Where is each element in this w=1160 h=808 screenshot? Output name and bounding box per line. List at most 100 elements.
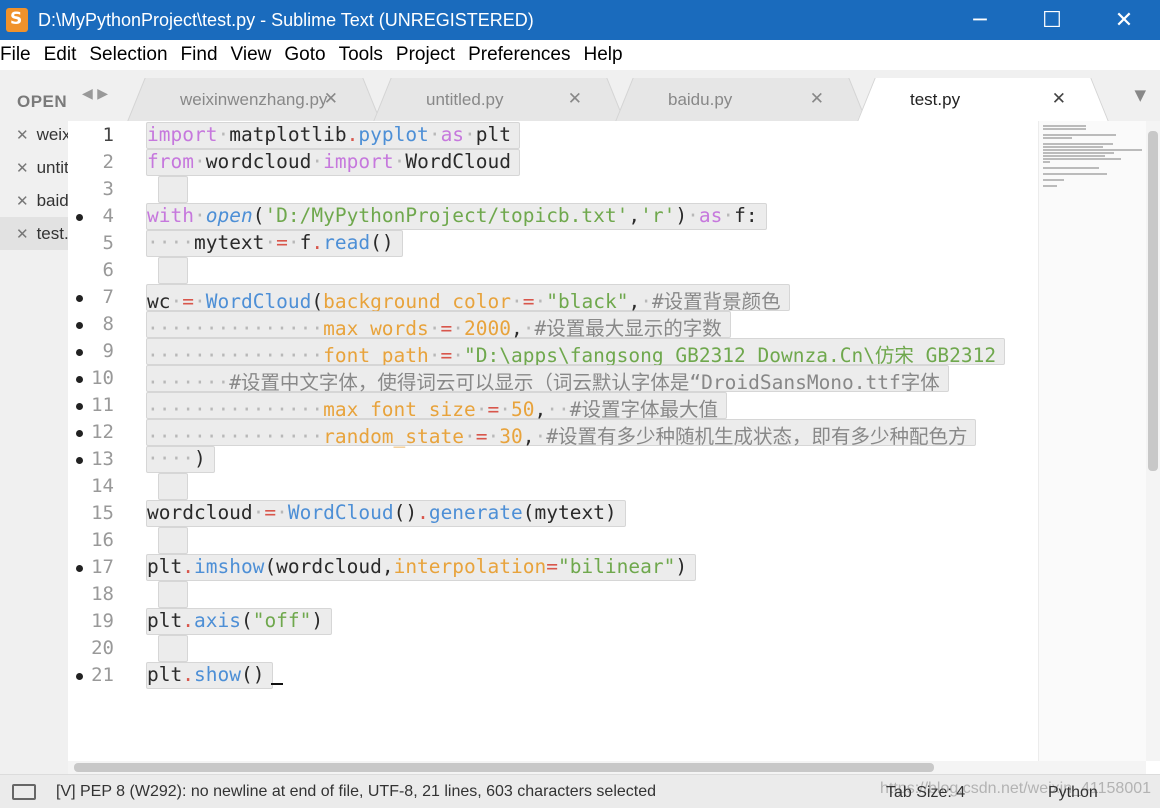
code-line[interactable]	[158, 635, 188, 662]
menu-project[interactable]: Project	[395, 44, 456, 65]
line-number: 18	[91, 583, 114, 605]
modified-marker-icon	[76, 322, 83, 329]
code-line[interactable]: wc·=·WordCloud(background_color·=·"black…	[146, 284, 790, 313]
minimap-line	[1043, 158, 1122, 160]
code-line[interactable]: ···············max_font_size·=·50,··#设置字…	[146, 392, 727, 421]
menu-selection[interactable]: Selection	[89, 44, 168, 65]
tab-baidu[interactable]: baidu.py ✕	[636, 78, 846, 121]
code-line[interactable]: with·open('D:/MyPythonProject/topicb.txt…	[146, 203, 767, 230]
horizontal-scrollbar[interactable]	[68, 761, 1146, 774]
code-line[interactable]: import·matplotlib.pyplot·as·plt	[146, 122, 521, 149]
modified-marker-icon	[76, 295, 83, 302]
sidebar-item-weixinwenzhang[interactable]: ✕weixinwenzhang.py	[16, 124, 68, 144]
menu-file[interactable]: File	[0, 44, 31, 65]
tab-close-icon[interactable]: ✕	[323, 89, 338, 109]
minimap-line	[1043, 173, 1108, 175]
minimize-button[interactable]: ─	[973, 7, 987, 33]
line-number: 21	[68, 662, 146, 689]
close-icon[interactable]: ✕	[16, 159, 29, 177]
sublime-logo-icon	[6, 8, 28, 32]
watermark-text: https://blog.csdn.net/weixin_41158001	[880, 780, 1152, 797]
code-line[interactable]: plt.imshow(wordcloud,interpolation="bili…	[146, 554, 697, 581]
open-files-label: OPEN	[17, 92, 68, 111]
minimap-line	[1043, 152, 1115, 154]
tab-close-icon[interactable]: ✕	[809, 89, 824, 109]
code-line[interactable]	[158, 176, 188, 203]
close-icon[interactable]: ✕	[16, 126, 29, 144]
menu-edit[interactable]: Edit	[43, 44, 77, 65]
code-line[interactable]	[158, 527, 188, 554]
tab-close-icon[interactable]: ✕	[567, 89, 582, 109]
line-number: 12	[68, 419, 146, 446]
menu-tools[interactable]: Tools	[338, 44, 383, 65]
line-number: 13	[68, 446, 146, 473]
panel-toggle-icon[interactable]	[12, 783, 36, 800]
text-cursor	[271, 683, 283, 685]
tab-bar: ◀ ▶ weixinwenzhang.py ✕ untitled.py ✕ ba…	[68, 70, 1160, 121]
modified-marker-icon	[76, 457, 83, 464]
menu-preferences[interactable]: Preferences	[468, 44, 571, 65]
vertical-scrollbar[interactable]	[1146, 121, 1160, 761]
code-line[interactable]: ···············random_state·=·30,·#设置有多少…	[146, 419, 977, 448]
modified-marker-icon	[76, 565, 83, 572]
code-line[interactable]	[158, 581, 188, 608]
horizontal-scroll-thumb[interactable]	[74, 763, 934, 772]
tab-untitled[interactable]: untitled.py ✕	[394, 78, 604, 121]
line-number: 11	[68, 392, 146, 419]
modified-marker-icon	[76, 376, 83, 383]
line-number: 3	[102, 178, 114, 200]
syntax-selector[interactable]: Python	[1048, 784, 1098, 801]
line-number: 14	[91, 475, 114, 497]
line-number: 1	[102, 124, 114, 146]
code-line[interactable]: plt.axis("off")	[146, 608, 333, 635]
tab-close-icon[interactable]: ✕	[1051, 89, 1066, 109]
code-line[interactable]	[158, 473, 188, 500]
line-number: 19	[91, 610, 114, 632]
tab-nav-arrows-icon[interactable]: ◀ ▶	[82, 86, 108, 102]
code-line[interactable]	[158, 257, 188, 284]
code-line[interactable]: plt.show()	[146, 662, 274, 689]
line-number: 6	[102, 259, 114, 281]
minimap-line	[1043, 179, 1064, 181]
window-title: D:\MyPythonProject\test.py - Sublime Tex…	[38, 9, 534, 30]
sidebar-item-test[interactable]: ✕test.py	[0, 217, 68, 250]
code-line[interactable]: wordcloud·=·WordCloud().generate(mytext)	[146, 500, 626, 527]
line-number: 4	[68, 203, 146, 230]
code-line[interactable]: ···············max_words·=·2000,·#设置最大显示…	[146, 311, 731, 340]
line-number: 9	[68, 338, 146, 365]
minimap-line	[1043, 143, 1113, 145]
minimap[interactable]	[1038, 121, 1146, 761]
modified-marker-icon	[76, 673, 83, 680]
line-number: 17	[68, 554, 146, 581]
tab-dropdown-icon[interactable]: ▼	[1134, 86, 1146, 104]
minimap-line	[1043, 128, 1087, 130]
menu-bar: File Edit Selection Find View Goto Tools…	[0, 40, 1160, 70]
minimap-line	[1043, 155, 1105, 157]
minimap-line	[1043, 185, 1057, 187]
sidebar-item-untitled[interactable]: ✕untitled.py	[16, 157, 68, 177]
maximize-button[interactable]: ☐	[1042, 7, 1062, 33]
tab-size-selector[interactable]: Tab Size: 4	[886, 784, 966, 801]
status-message: [V] PEP 8 (W292): no newline at end of f…	[56, 782, 657, 800]
sidebar-item-baidu[interactable]: ✕baidu.py	[16, 190, 68, 210]
close-window-button[interactable]: ✕	[1114, 7, 1134, 33]
menu-help[interactable]: Help	[583, 44, 623, 65]
modified-marker-icon	[76, 403, 83, 410]
vertical-scroll-thumb[interactable]	[1148, 131, 1158, 471]
code-line[interactable]: ····)	[146, 446, 215, 473]
code-line[interactable]: ·······#设置中文字体，使得词云可以显示（词云默认字体是“DroidSan…	[146, 365, 949, 394]
tab-weixinwenzhang[interactable]: weixinwenzhang.py ✕	[148, 78, 360, 121]
tab-test[interactable]: test.py ✕	[878, 78, 1088, 121]
line-number: 16	[91, 529, 114, 551]
menu-view[interactable]: View	[230, 44, 272, 65]
close-icon[interactable]: ✕	[16, 192, 29, 210]
menu-find[interactable]: Find	[180, 44, 218, 65]
code-line[interactable]: from·wordcloud·import·WordCloud	[146, 149, 521, 176]
code-line[interactable]: ···············font_path·=·"D:\apps\fang…	[146, 338, 1006, 367]
close-icon[interactable]: ✕	[16, 225, 29, 243]
menu-goto[interactable]: Goto	[284, 44, 326, 65]
minimap-line	[1043, 137, 1073, 139]
code-line[interactable]: ····mytext·=·f.read()	[146, 230, 403, 257]
